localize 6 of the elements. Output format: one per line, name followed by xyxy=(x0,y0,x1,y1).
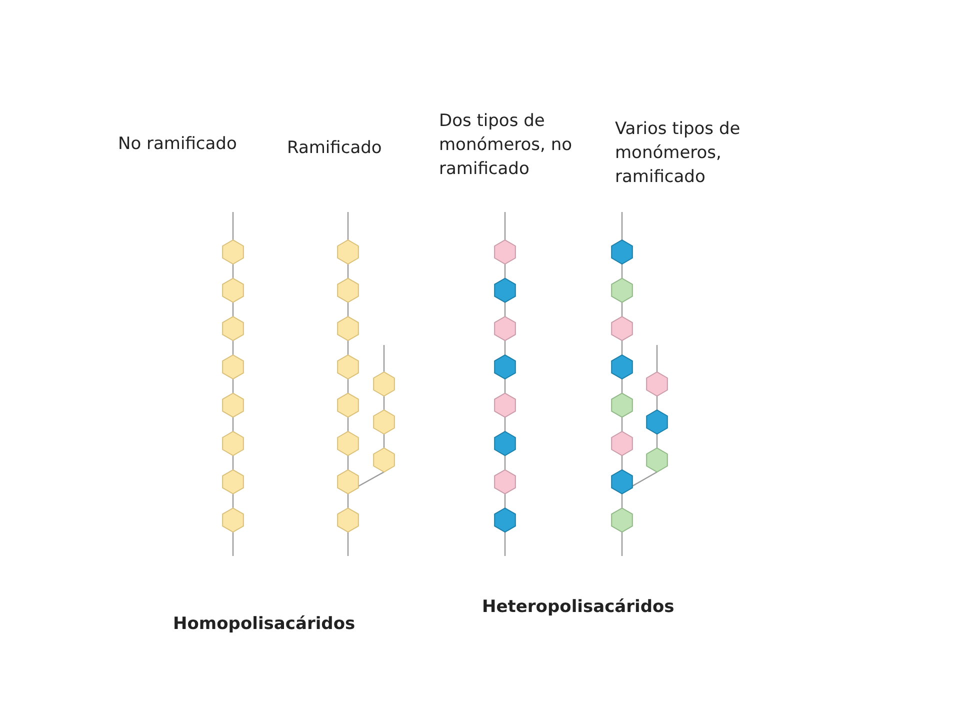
group-label: Homopolisacáridos xyxy=(173,613,356,636)
chain-label: Ramificado xyxy=(287,137,383,160)
chain-label: No ramificado xyxy=(118,133,238,156)
group-label: Heteropolisacáridos xyxy=(482,596,676,619)
chain-label: Dos tipos de monómeros, no ramificado xyxy=(439,110,574,181)
chain-label: Varios tipos de monómeros, ramificado xyxy=(615,118,742,189)
